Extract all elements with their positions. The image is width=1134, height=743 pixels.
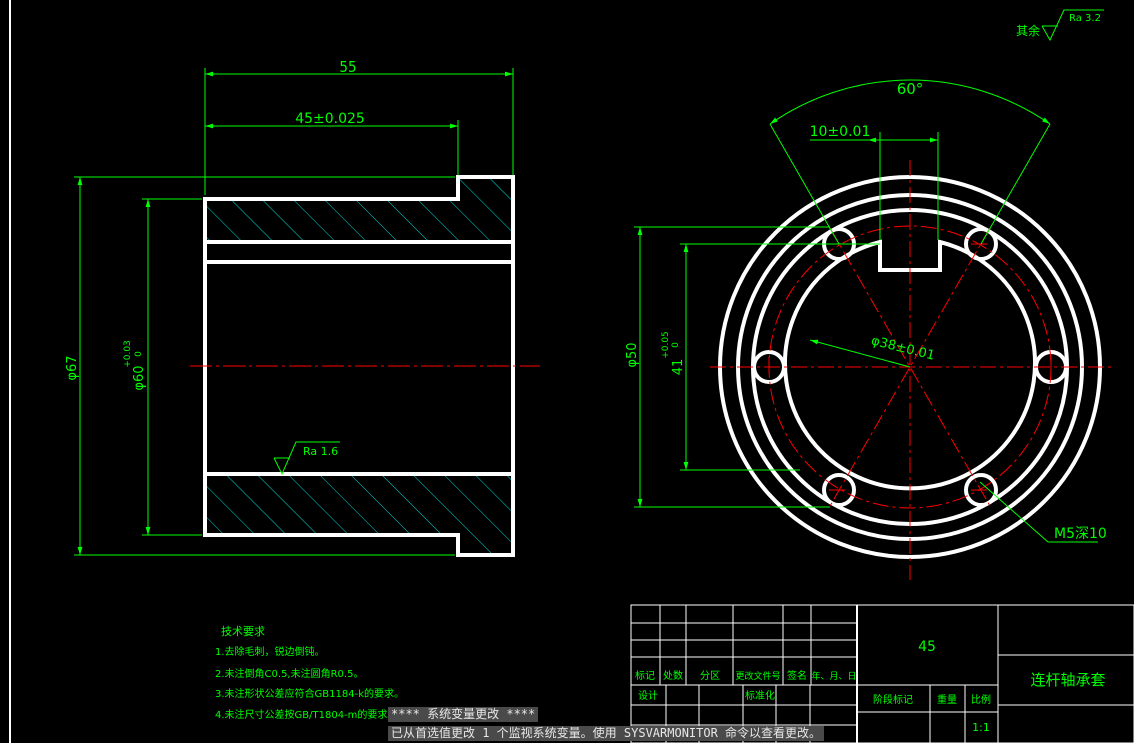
dim-outer-diameter: φ67 <box>65 355 80 380</box>
dim-bore-tol-upper: +0.03 <box>123 340 133 368</box>
tb-design: 设计 <box>638 689 658 702</box>
tb-standardize: 标准化 <box>745 689 775 702</box>
tb-part-name: 连杆轴承套 <box>1030 671 1105 689</box>
front-view: 60° 10±0.01 φ50 41 +0.05 0 φ38±0.01 M5深1… <box>625 79 1115 580</box>
tb-header-label: 签名 <box>787 669 807 682</box>
roughness-value: Ra 3.2 <box>1069 13 1101 24</box>
tech-item: 4.未注尺寸公差按GB/T1804-m的要求。 <box>215 708 397 721</box>
tech-item: 3.未注形状公差应符合GB1184-k的要求。 <box>215 687 404 700</box>
tb-material: 45 <box>918 639 936 655</box>
hole-callout: M5深10 <box>1054 526 1107 542</box>
tech-item: 1.去除毛刺，锐边倒钝。 <box>215 645 325 658</box>
tech-requirements: 技术要求 1.去除毛刺，锐边倒钝。 2.未注倒角C0.5,未注圆角R0.5。 3… <box>215 625 404 721</box>
dim-length: 55 <box>339 58 356 76</box>
tb-stage-mark: 阶段标记 <box>873 693 913 706</box>
roughness-note: 其余 Ra 3.2 <box>1016 9 1104 42</box>
dim-key-tol-upper: +0.05 <box>661 331 671 359</box>
dim-key-depth: 41 <box>671 359 686 376</box>
dim-key-tol-lower: 0 <box>671 342 681 348</box>
command-line-header: **** 系统变量更改 **** <box>388 707 539 722</box>
title-block: 标记 处数 分区 更改文件号 签名 年、月、日 设计 标准化 45 连杆轴承套 … <box>630 604 1134 743</box>
tech-title: 技术要求 <box>221 625 265 638</box>
roughness-prefix: 其余 <box>1016 23 1040 38</box>
roughness-ra16: Ra 1.6 <box>303 445 338 458</box>
lower-section-hatch <box>205 474 513 555</box>
command-line-message: 已从首选值更改 1 个监视系统变量。使用 SYSVARMONITOR 命令以查看… <box>388 726 825 741</box>
tech-item: 2.未注倒角C0.5,未注圆角R0.5。 <box>215 667 363 680</box>
tb-header-label: 分区 <box>700 670 720 682</box>
dim-pcd: φ50 <box>625 342 640 367</box>
dim-key-width: 10±0.01 <box>810 124 871 140</box>
dim-angle: 60° <box>897 80 924 98</box>
tb-header-label: 标记 <box>635 670 655 682</box>
tb-scale: 1:1 <box>972 721 990 734</box>
tb-header-label: 处数 <box>663 669 683 682</box>
dim-bore-diameter: φ60 <box>132 365 147 390</box>
tb-header-label: 更改文件号 <box>735 670 780 682</box>
dim-step-length: 45±0.025 <box>295 111 365 127</box>
side-view: 55 45±0.025 φ67 φ60 +0.03 0 Ra 1.6 <box>65 58 540 557</box>
tb-scale-label: 比例 <box>971 693 991 706</box>
upper-section-hatch <box>205 177 513 242</box>
tb-weight: 重量 <box>937 693 957 706</box>
dim-bore-tol-lower: 0 <box>134 351 144 357</box>
tb-header-label: 年、月、日 <box>811 670 856 682</box>
